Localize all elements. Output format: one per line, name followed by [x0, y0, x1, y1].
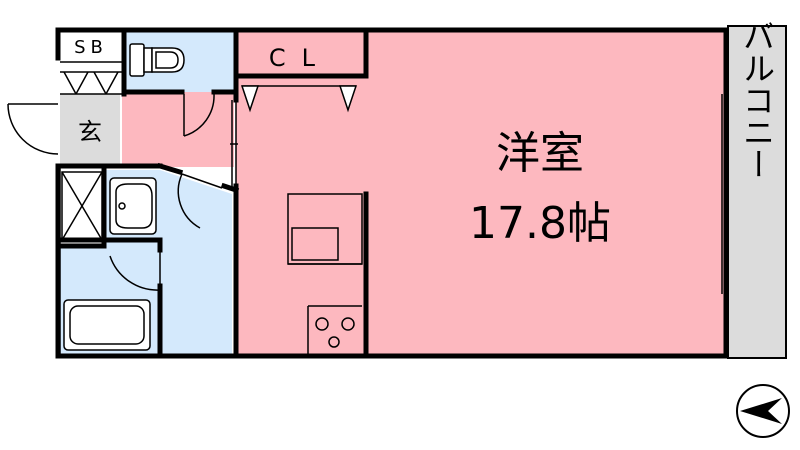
bathtub-icon	[63, 299, 151, 351]
entrance-floor	[60, 94, 120, 168]
balcony-label: バルコニー	[738, 20, 776, 180]
entrance-label: 玄	[78, 118, 102, 146]
western-room-size: 17.8帖	[469, 198, 611, 249]
toilet-icon	[129, 43, 185, 77]
kitchen-floor	[236, 170, 366, 354]
closet-label: CL	[269, 44, 331, 72]
sliding-door[interactable]	[230, 100, 238, 188]
washing-machine-space-icon	[61, 171, 103, 241]
thin-partitions	[59, 32, 367, 354]
hallway-floor	[122, 92, 234, 167]
entrance-door[interactable]	[7, 71, 119, 155]
sink-icon	[291, 227, 339, 261]
washroom-door[interactable]	[177, 173, 223, 229]
shoe-box-label: SB	[74, 37, 108, 58]
western-room-name: 洋室	[496, 128, 584, 179]
wash-basin-icon	[109, 177, 157, 235]
toilet-door[interactable]	[183, 93, 215, 137]
stove-icon	[315, 317, 355, 348]
balcony-window[interactable]	[721, 94, 729, 294]
compass-icon	[736, 384, 790, 438]
bathroom-door[interactable]	[109, 250, 161, 291]
kitchen-counter	[287, 193, 363, 354]
closet-doors[interactable]	[240, 85, 358, 113]
